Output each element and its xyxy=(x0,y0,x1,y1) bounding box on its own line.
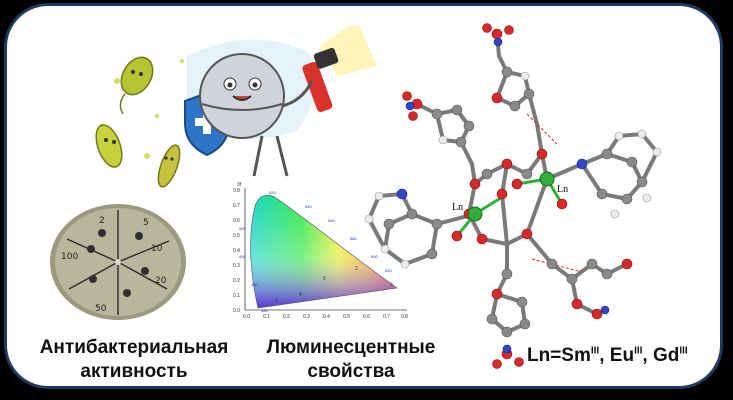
wl-560: 560 xyxy=(328,218,335,223)
molecular-structure: Ln Ln xyxy=(364,23,662,369)
y-tick: 0.0 xyxy=(233,308,240,314)
bacteria-icon xyxy=(119,56,154,115)
plate-mark-50: 50 xyxy=(95,304,107,314)
x-tick: 0.3 xyxy=(303,314,310,320)
luminescence-caption: Люминесцентные свойства xyxy=(253,336,449,384)
bacteria-icon xyxy=(157,144,181,188)
ln-gd-sup: III xyxy=(679,345,688,357)
luminescence-caption-line2: свойства xyxy=(307,361,395,382)
y-tick: 0.8 xyxy=(233,188,240,194)
lanthanide-caption: Ln=SmIII, EuIII, GdIII xyxy=(527,344,720,368)
cartoon-illustration xyxy=(95,26,377,188)
wl-500: 500 xyxy=(239,226,246,231)
x-tick: 0.2 xyxy=(283,314,290,320)
cie-chromaticity-diagram: 3f 520 500 490 480 540 560 580 600 620 3… xyxy=(233,182,408,320)
wl-490: 490 xyxy=(239,254,246,259)
cie-point-4: 4 xyxy=(299,292,302,298)
x-tick: 0.6 xyxy=(363,314,370,320)
plate-mark-5: 5 xyxy=(143,218,149,228)
graphical-abstract-card: 2 5 10 20 50 100 3f xyxy=(4,3,723,389)
x-tick: 0.8 xyxy=(401,314,408,320)
y-tick: 0.7 xyxy=(233,203,240,209)
pill-mascot-icon xyxy=(199,53,285,139)
wl-380: 380 xyxy=(261,308,268,313)
wl-600: 600 xyxy=(371,254,378,259)
ln-prefix: Ln=Sm xyxy=(527,345,591,366)
wl-520: 520 xyxy=(269,190,276,195)
cie-top-label: 3f xyxy=(237,182,242,188)
flashlight-icon xyxy=(252,26,377,177)
y-tick: 0.3 xyxy=(233,263,240,269)
antibacterial-caption-line1: Антибактериальная xyxy=(39,337,229,358)
antibacterial-caption-line2: активность xyxy=(80,361,188,382)
wl-540: 540 xyxy=(305,204,312,209)
cie-point-5: 5 xyxy=(323,276,326,282)
y-tick: 0.4 xyxy=(233,248,240,254)
antibacterial-caption: Антибактериальная активность xyxy=(29,336,239,384)
ln-sep1: , Eu xyxy=(599,345,635,366)
cie-point-1: 1 xyxy=(275,298,278,304)
cie-point-2: 2 xyxy=(355,266,358,272)
x-tick: 0.1 xyxy=(263,314,270,320)
petri-plate-image: 2 5 10 20 50 100 xyxy=(50,204,186,320)
cie-x-ticks: 0.0 0.1 0.2 0.3 0.4 0.5 0.6 0.7 0.8 xyxy=(243,314,408,320)
plate-mark-10: 10 xyxy=(151,244,163,254)
ln-sep2: , Gd xyxy=(642,345,680,366)
wl-620: 620 xyxy=(385,268,392,273)
y-tick: 0.5 xyxy=(233,233,240,239)
metal-label-1: Ln xyxy=(452,202,463,213)
x-tick: 0.0 xyxy=(243,314,250,320)
cie-point-3: 3 xyxy=(390,282,393,288)
x-tick: 0.4 xyxy=(323,314,330,320)
y-tick: 0.6 xyxy=(233,218,240,224)
metal-label-2: Ln xyxy=(557,184,568,195)
wl-480: 480 xyxy=(251,282,258,287)
y-tick: 0.1 xyxy=(233,293,240,299)
plate-mark-100: 100 xyxy=(61,252,78,262)
ln-sm-sup: III xyxy=(590,345,600,357)
y-tick: 0.2 xyxy=(233,278,240,284)
ln-eu-sup: III xyxy=(634,345,643,357)
luminescence-caption-line1: Люминесцентные xyxy=(266,337,436,358)
wl-580: 580 xyxy=(350,236,357,241)
plate-mark-20: 20 xyxy=(155,276,167,286)
plate-mark-2: 2 xyxy=(99,216,105,226)
x-tick: 0.7 xyxy=(383,314,390,320)
cie-y-ticks: 0.0 0.1 0.2 0.3 0.4 0.5 0.6 0.7 0.8 xyxy=(233,188,240,314)
x-tick: 0.5 xyxy=(343,314,350,320)
bacteria-icon xyxy=(95,124,123,168)
